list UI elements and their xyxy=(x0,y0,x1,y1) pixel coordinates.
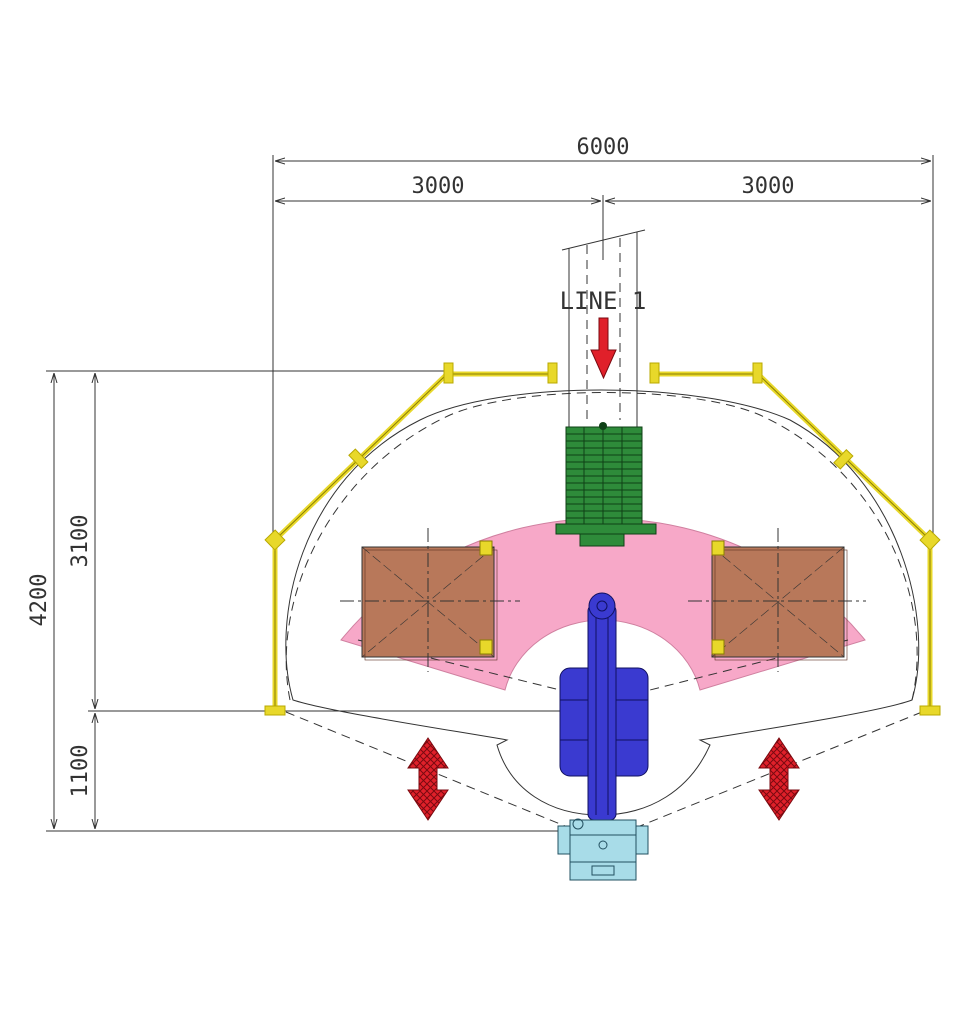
dim-lower-depth: 1100 xyxy=(68,745,93,798)
infeed-product-stack xyxy=(555,422,657,547)
dim-right-half: 3000 xyxy=(742,174,795,199)
robot-base xyxy=(557,818,649,881)
dim-overall-width: 6000 xyxy=(577,135,630,160)
double-arrow-vertical-icon xyxy=(758,737,800,821)
dim-upper-depth: 3100 xyxy=(68,515,93,568)
line-1-label: LINE 1 xyxy=(560,287,647,315)
dimension-lines xyxy=(46,155,934,832)
arrow-down-icon xyxy=(590,317,617,380)
robot-arm xyxy=(559,592,649,821)
dim-left-half: 3000 xyxy=(412,174,465,199)
safety-fence xyxy=(264,362,941,716)
dim-overall-depth: 4200 xyxy=(27,574,52,627)
pallet-right xyxy=(688,528,866,672)
double-arrow-vertical-icon xyxy=(407,737,449,821)
infeed-conveyor xyxy=(561,229,646,430)
machine-boundary xyxy=(285,389,920,816)
reach-envelope-outer xyxy=(285,392,918,701)
pallet-left xyxy=(340,528,520,672)
